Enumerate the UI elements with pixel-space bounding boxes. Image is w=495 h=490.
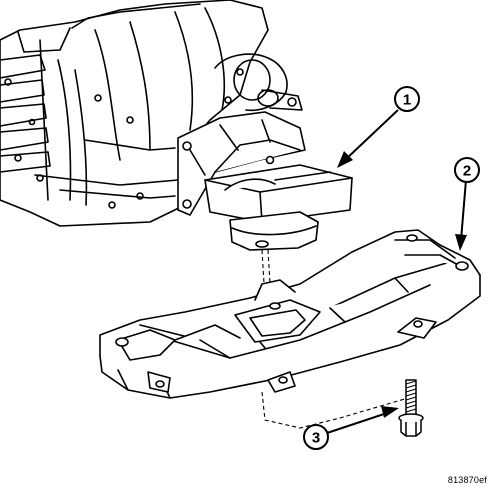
- transmission-mount-bracket: [177, 111, 353, 251]
- callout-1-circle: [394, 86, 420, 112]
- mount-bolt: [398, 379, 424, 437]
- callout-2-number: 2: [463, 163, 471, 180]
- callout-3-circle: [303, 424, 329, 450]
- stud-alignment-line: [261, 249, 272, 301]
- crossmember: [99, 229, 481, 399]
- bolt-alignment-line: [261, 391, 409, 429]
- callout-3-number: 3: [312, 430, 320, 447]
- callout-2-circle: [454, 157, 480, 183]
- figure-id: 813870ef: [447, 475, 487, 485]
- transmission-case: [0, 0, 303, 227]
- callout-2: 2: [454, 157, 480, 251]
- callout-3: 3: [303, 406, 399, 450]
- callout-1-number: 1: [403, 92, 411, 109]
- callout-1: 1: [337, 86, 420, 168]
